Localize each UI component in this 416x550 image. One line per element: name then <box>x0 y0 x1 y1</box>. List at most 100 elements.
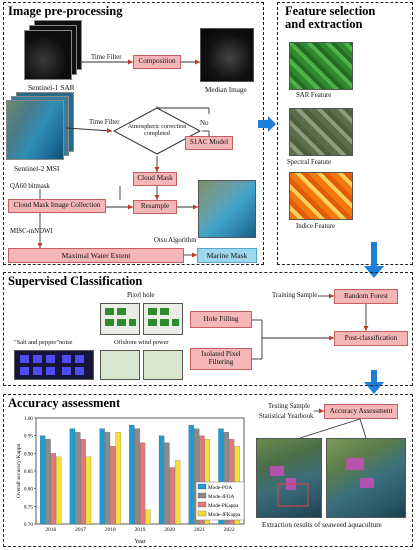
bar-mode-jfkappa-2019 <box>145 509 151 525</box>
bar-mode-jfkappa-2018 <box>115 432 121 525</box>
bar-mode-jfkappa-2020 <box>174 460 181 525</box>
bar-mode-jfoa-2018 <box>104 432 111 525</box>
spectral-feature-image <box>289 108 353 156</box>
bar-mode-pkappa-2018 <box>110 446 116 525</box>
bar-mode-poa-2020 <box>158 435 165 525</box>
legend-swatch <box>197 501 207 508</box>
yearbook-label: Statistical Yearbook <box>259 413 314 420</box>
accuracy-assessment-box: Accuracy Assessment <box>324 404 398 419</box>
extraction-overlay <box>270 458 374 507</box>
bar-mode-poa-2019 <box>129 424 135 525</box>
salt-pepper-blocks <box>20 355 84 375</box>
classification-title: Supervised Classification <box>8 274 143 288</box>
isolated-pixel-box: Isolated Pixel Filtering <box>190 348 252 370</box>
bar-mode-jfkappa-2021 <box>204 439 210 525</box>
indice-feature-image <box>289 172 353 220</box>
bar-mode-poa-2018 <box>99 428 105 525</box>
legend-swatch <box>197 510 207 517</box>
preprocessing-connectors <box>37 59 210 258</box>
y-tick-label: 0.75 <box>24 504 33 510</box>
y-axis-label: Overall accuracy/Kappa <box>16 443 22 498</box>
offshore-image-1 <box>100 350 140 380</box>
resample-box: Resample <box>133 200 177 214</box>
sentinel1-stack-card <box>24 30 72 80</box>
extraction-map-2 <box>326 438 406 518</box>
decision-diamond <box>112 107 202 155</box>
sentinel2-image <box>6 100 64 160</box>
bar-mode-poa-2021 <box>188 424 194 525</box>
time-filter-1-label: Time Filter <box>91 54 122 61</box>
x-tick-label: 2017 <box>75 527 86 533</box>
preprocessing-title: Image pre-processing <box>8 4 123 18</box>
post-classification-box: Post-classification <box>334 331 408 346</box>
bar-mode-jfoa-2016 <box>45 439 51 525</box>
legend-label: Mode-JFOA <box>208 494 234 500</box>
feature-title: Feature selection and extraction <box>285 4 376 32</box>
bar-mode-pkappa-2022 <box>229 439 235 525</box>
bar-mode-jfoa-2019 <box>134 428 140 525</box>
y-tick-label: 0.70 <box>24 522 33 528</box>
sar-feature-image <box>289 42 353 90</box>
pixel-hole-label: Pixel hole <box>127 292 155 299</box>
masked-image <box>198 180 256 238</box>
sar-feature-label: SAR Feature <box>296 92 332 99</box>
accuracy-panel <box>3 394 413 547</box>
x-tick-label: 2020 <box>164 527 175 533</box>
testing-sample-label: Testing Sample <box>268 403 310 410</box>
x-tick-label: 2018 <box>105 527 116 533</box>
classification-panel <box>3 272 413 386</box>
legend-label: Mode-PKappa <box>208 503 239 509</box>
bar-mode-pkappa-2016 <box>50 453 57 525</box>
legend-label: Mode-JFKappa <box>208 512 241 518</box>
decision-text: Atmospheric correction completed <box>127 123 187 138</box>
extraction-caption: Extraction results of seaweed aquacultur… <box>262 521 382 529</box>
accuracy-title: Accuracy assessment <box>8 396 121 410</box>
bar-mode-jfoa-2020 <box>164 442 170 525</box>
bar-mode-jfoa-2017 <box>75 432 81 525</box>
y-tick-label: 0.85 <box>24 469 33 475</box>
sentinel1-label: Sentinel-1 SAR <box>28 83 75 92</box>
median-image-label: Median Image <box>205 86 247 94</box>
salt-pepper-label: "Salt and pepper"noise <box>14 339 73 346</box>
bar-mode-poa-2017 <box>69 428 76 525</box>
bar-mode-pkappa-2017 <box>80 439 86 525</box>
y-tick-label: 0.90 <box>24 451 33 457</box>
no-label: No <box>200 119 209 127</box>
indice-feature-label: Indice Feature <box>296 223 336 230</box>
bar-mode-poa-2022 <box>218 428 224 525</box>
misc-label: MISC-mNDWI <box>10 228 53 235</box>
bar-mode-poa-2016 <box>40 435 46 525</box>
pixel-hole-blocks <box>105 308 179 326</box>
bar-mode-jfoa-2021 <box>193 428 200 525</box>
qa60-label: QA60 bitmask <box>10 183 50 190</box>
marine-mask-box: Marine Mask <box>197 248 257 263</box>
cloud-mask-collection-box: Cloud Mask Image Collection <box>8 199 106 213</box>
bar-mode-jfkappa-2016 <box>56 456 62 525</box>
time-filter-2-label: Time Filter <box>89 119 120 126</box>
cloud-mask-box: Cloud Mask <box>133 172 177 186</box>
otsu-label: Otsu Algorithm <box>154 237 197 244</box>
x-tick-label: 2021 <box>194 527 205 533</box>
x-tick-label: 2022 <box>224 527 235 533</box>
bar-mode-pkappa-2019 <box>139 442 146 525</box>
x-tick-label: 2016 <box>45 527 56 533</box>
random-forest-box: Random Forest <box>334 289 398 304</box>
training-sample-label: Training Sample <box>272 292 318 299</box>
offshore-image-2 <box>143 350 183 380</box>
legend-label: Mode-POA <box>208 485 232 491</box>
y-tick-label: 0.80 <box>24 487 33 493</box>
bar-mode-jfoa-2022 <box>223 432 229 525</box>
y-tick-label: 0.95 <box>24 434 33 440</box>
max-water-box: Maximal Water Extent <box>8 248 184 263</box>
s1ac-model-box: S1AC Model <box>185 136 233 150</box>
feature-panel <box>277 2 413 265</box>
legend-swatch <box>197 492 207 499</box>
bar-mode-jfkappa-2017 <box>85 456 92 525</box>
x-tick-label: 2019 <box>135 527 146 533</box>
spectral-feature-label: Spectral Featute <box>287 159 331 166</box>
y-tick-label: 1.00 <box>24 416 33 422</box>
legend-swatch <box>197 483 207 490</box>
sentinel2-label: Sentinel-2 MSI <box>14 164 60 173</box>
